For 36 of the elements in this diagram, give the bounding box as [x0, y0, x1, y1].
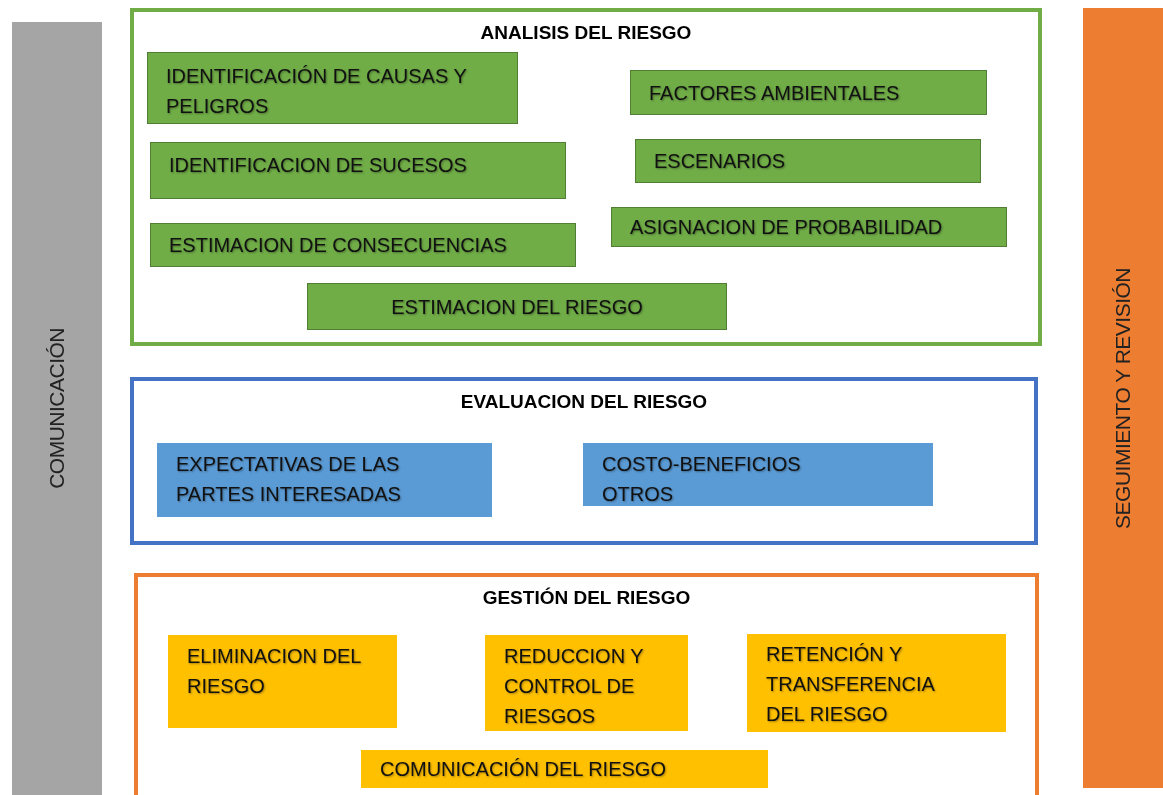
group-heading: ANALISIS DEL RIESGO	[480, 22, 692, 43]
process-box	[611, 207, 1007, 247]
box-label: EXPECTATIVAS DE LAS PARTES INTERESADAS	[176, 452, 402, 507]
process-box	[635, 139, 981, 183]
box-label: ASIGNACION DE PROBABILIDAD	[630, 215, 943, 240]
process-box	[147, 52, 518, 124]
process-box	[361, 750, 768, 788]
group-frame	[130, 8, 1042, 346]
group-heading: GESTIÓN DEL RIESGO	[482, 587, 691, 608]
process-box	[583, 443, 933, 506]
bar-label: SEGUIMIENTO Y REVISIÓN	[1111, 267, 1135, 529]
bar-label: COMUNICACIÓN	[45, 328, 69, 489]
group-frame	[130, 377, 1038, 545]
process-box	[485, 635, 688, 731]
box-label: IDENTIFICACIÓN DE CAUSAS Y PELIGROS	[166, 64, 468, 119]
box-label: COSTO-BENEFICIOS OTROS	[602, 452, 802, 507]
process-box	[747, 634, 1006, 732]
group-frame	[134, 573, 1039, 795]
box-label: ELIMINACION DEL RIESGO	[187, 644, 362, 699]
process-box	[150, 142, 566, 199]
box-label: COMUNICACIÓN DEL RIESGO	[380, 757, 666, 782]
process-box	[630, 70, 987, 115]
box-label: ESTIMACION DE CONSECUENCIAS	[169, 233, 507, 258]
process-box	[168, 635, 397, 728]
process-box	[307, 283, 727, 330]
process-box	[157, 443, 492, 517]
side-bar	[1083, 8, 1163, 788]
group-heading: EVALUACION DEL RIESGO	[460, 391, 708, 412]
box-label: ESTIMACION DEL RIESGO	[391, 294, 643, 320]
process-box	[150, 223, 576, 267]
box-label: FACTORES AMBIENTALES	[649, 80, 900, 106]
box-label: IDENTIFICACION DE SUCESOS	[169, 153, 467, 178]
box-label: REDUCCION Y CONTROL DE RIESGOS	[504, 644, 645, 729]
side-bar	[12, 22, 102, 795]
box-label: RETENCIÓN Y TRANSFERENCIA DEL RIESGO	[766, 642, 936, 727]
box-label: ESCENARIOS	[654, 149, 786, 174]
